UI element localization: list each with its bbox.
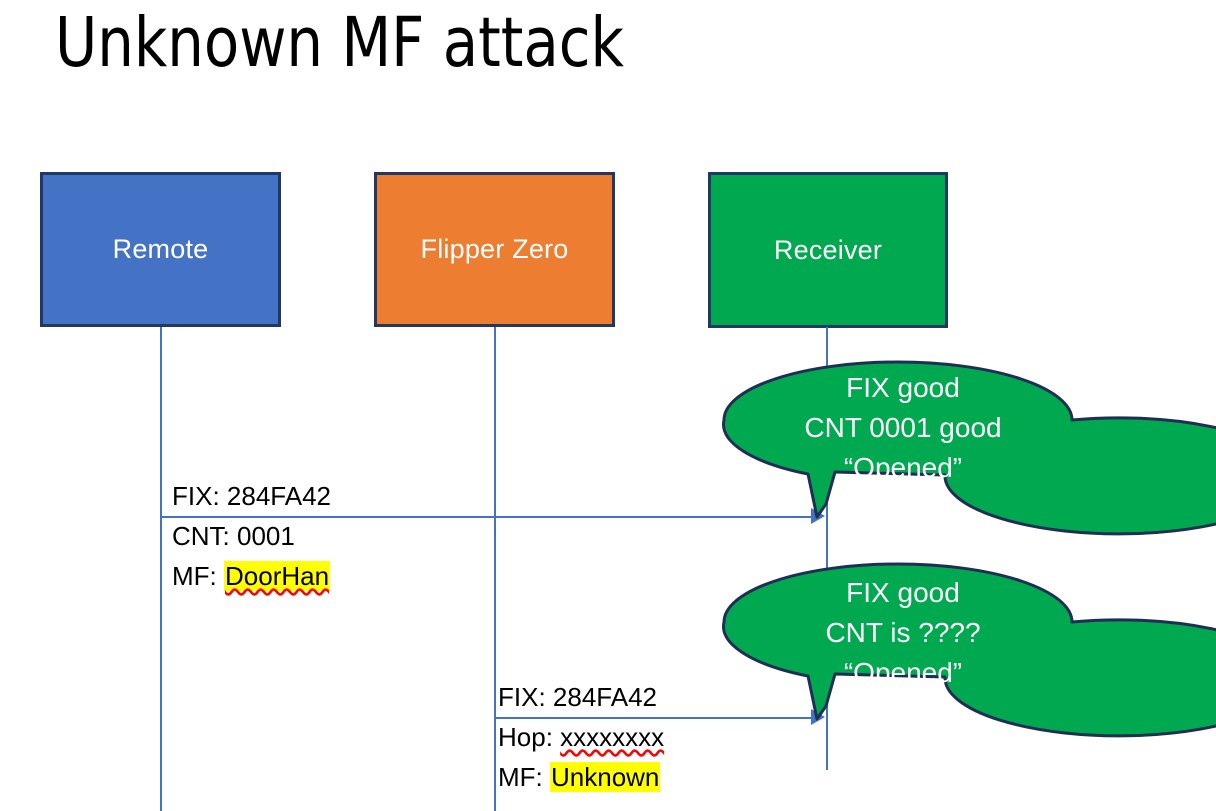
lifeline-remote bbox=[160, 327, 162, 811]
actor-box-receiver[interactable]: Receiver bbox=[708, 172, 948, 328]
actor-label-remote: Remote bbox=[112, 234, 209, 264]
page-title: Unknown MF attack bbox=[55, 3, 624, 83]
message-line: Hop: xxxxxxxx bbox=[498, 717, 664, 757]
actor-box-flipper-zero[interactable]: Flipper Zero bbox=[374, 172, 615, 327]
highlighted-term-doorhan: DoorHan bbox=[224, 561, 331, 591]
message-line-text: MF: bbox=[172, 561, 224, 591]
speech-bubble-shape bbox=[722, 360, 1216, 536]
bubble-line: FIX good bbox=[846, 577, 960, 608]
speech-bubble-shape bbox=[722, 562, 1216, 738]
lifeline-flipper-zero bbox=[494, 327, 496, 811]
actor-label-receiver: Receiver bbox=[773, 234, 883, 265]
speech-bubble-text: FIX good CNT 0001 good “Opened” bbox=[748, 368, 1058, 488]
actor-box-remote[interactable]: Remote bbox=[40, 172, 281, 327]
message-arrow-remote-to-receiver bbox=[161, 516, 813, 518]
bubble-line: “Opened” bbox=[843, 657, 963, 688]
speech-bubble-receiver-1[interactable]: FIX good CNT 0001 good “Opened” bbox=[718, 358, 1216, 536]
lifeline-receiver bbox=[826, 327, 828, 770]
message-line: MF: Unknown bbox=[498, 757, 664, 797]
bubble-line: CNT 0001 good bbox=[804, 412, 1002, 443]
speech-bubble-text: FIX good CNT is ???? “Opened” bbox=[748, 573, 1058, 693]
bubble-line: CNT is ???? bbox=[825, 617, 981, 648]
message-line-text: FIX: 284FA42 bbox=[172, 481, 331, 511]
actor-label-flipper-zero: Flipper Zero bbox=[420, 234, 569, 264]
message-line-text: Hop: bbox=[498, 722, 561, 752]
highlighted-term-unknown: Unknown bbox=[550, 762, 661, 792]
message-label-remote-to-receiver: FIX: 284FA42 CNT: 0001 MF: DoorHan bbox=[172, 476, 331, 596]
message-line: MF: DoorHan bbox=[172, 556, 331, 596]
message-line-text: FIX: 284FA42 bbox=[498, 682, 657, 712]
message-line: FIX: 284FA42 bbox=[498, 677, 664, 717]
message-label-flipper-to-receiver: FIX: 284FA42 Hop: xxxxxxxx MF: Unknown bbox=[498, 677, 664, 797]
message-line-text: CNT: 0001 bbox=[172, 521, 295, 551]
message-arrow-flipper-to-receiver bbox=[495, 717, 813, 719]
message-line: FIX: 284FA42 bbox=[172, 476, 331, 516]
message-line: CNT: 0001 bbox=[172, 516, 331, 556]
speech-bubble-receiver-2[interactable]: FIX good CNT is ???? “Opened” bbox=[718, 560, 1216, 738]
message-line-text: MF: bbox=[498, 762, 550, 792]
bubble-line: FIX good bbox=[846, 372, 960, 403]
bubble-line: “Opened” bbox=[843, 452, 963, 483]
hop-value: xxxxxxxx bbox=[560, 722, 665, 752]
